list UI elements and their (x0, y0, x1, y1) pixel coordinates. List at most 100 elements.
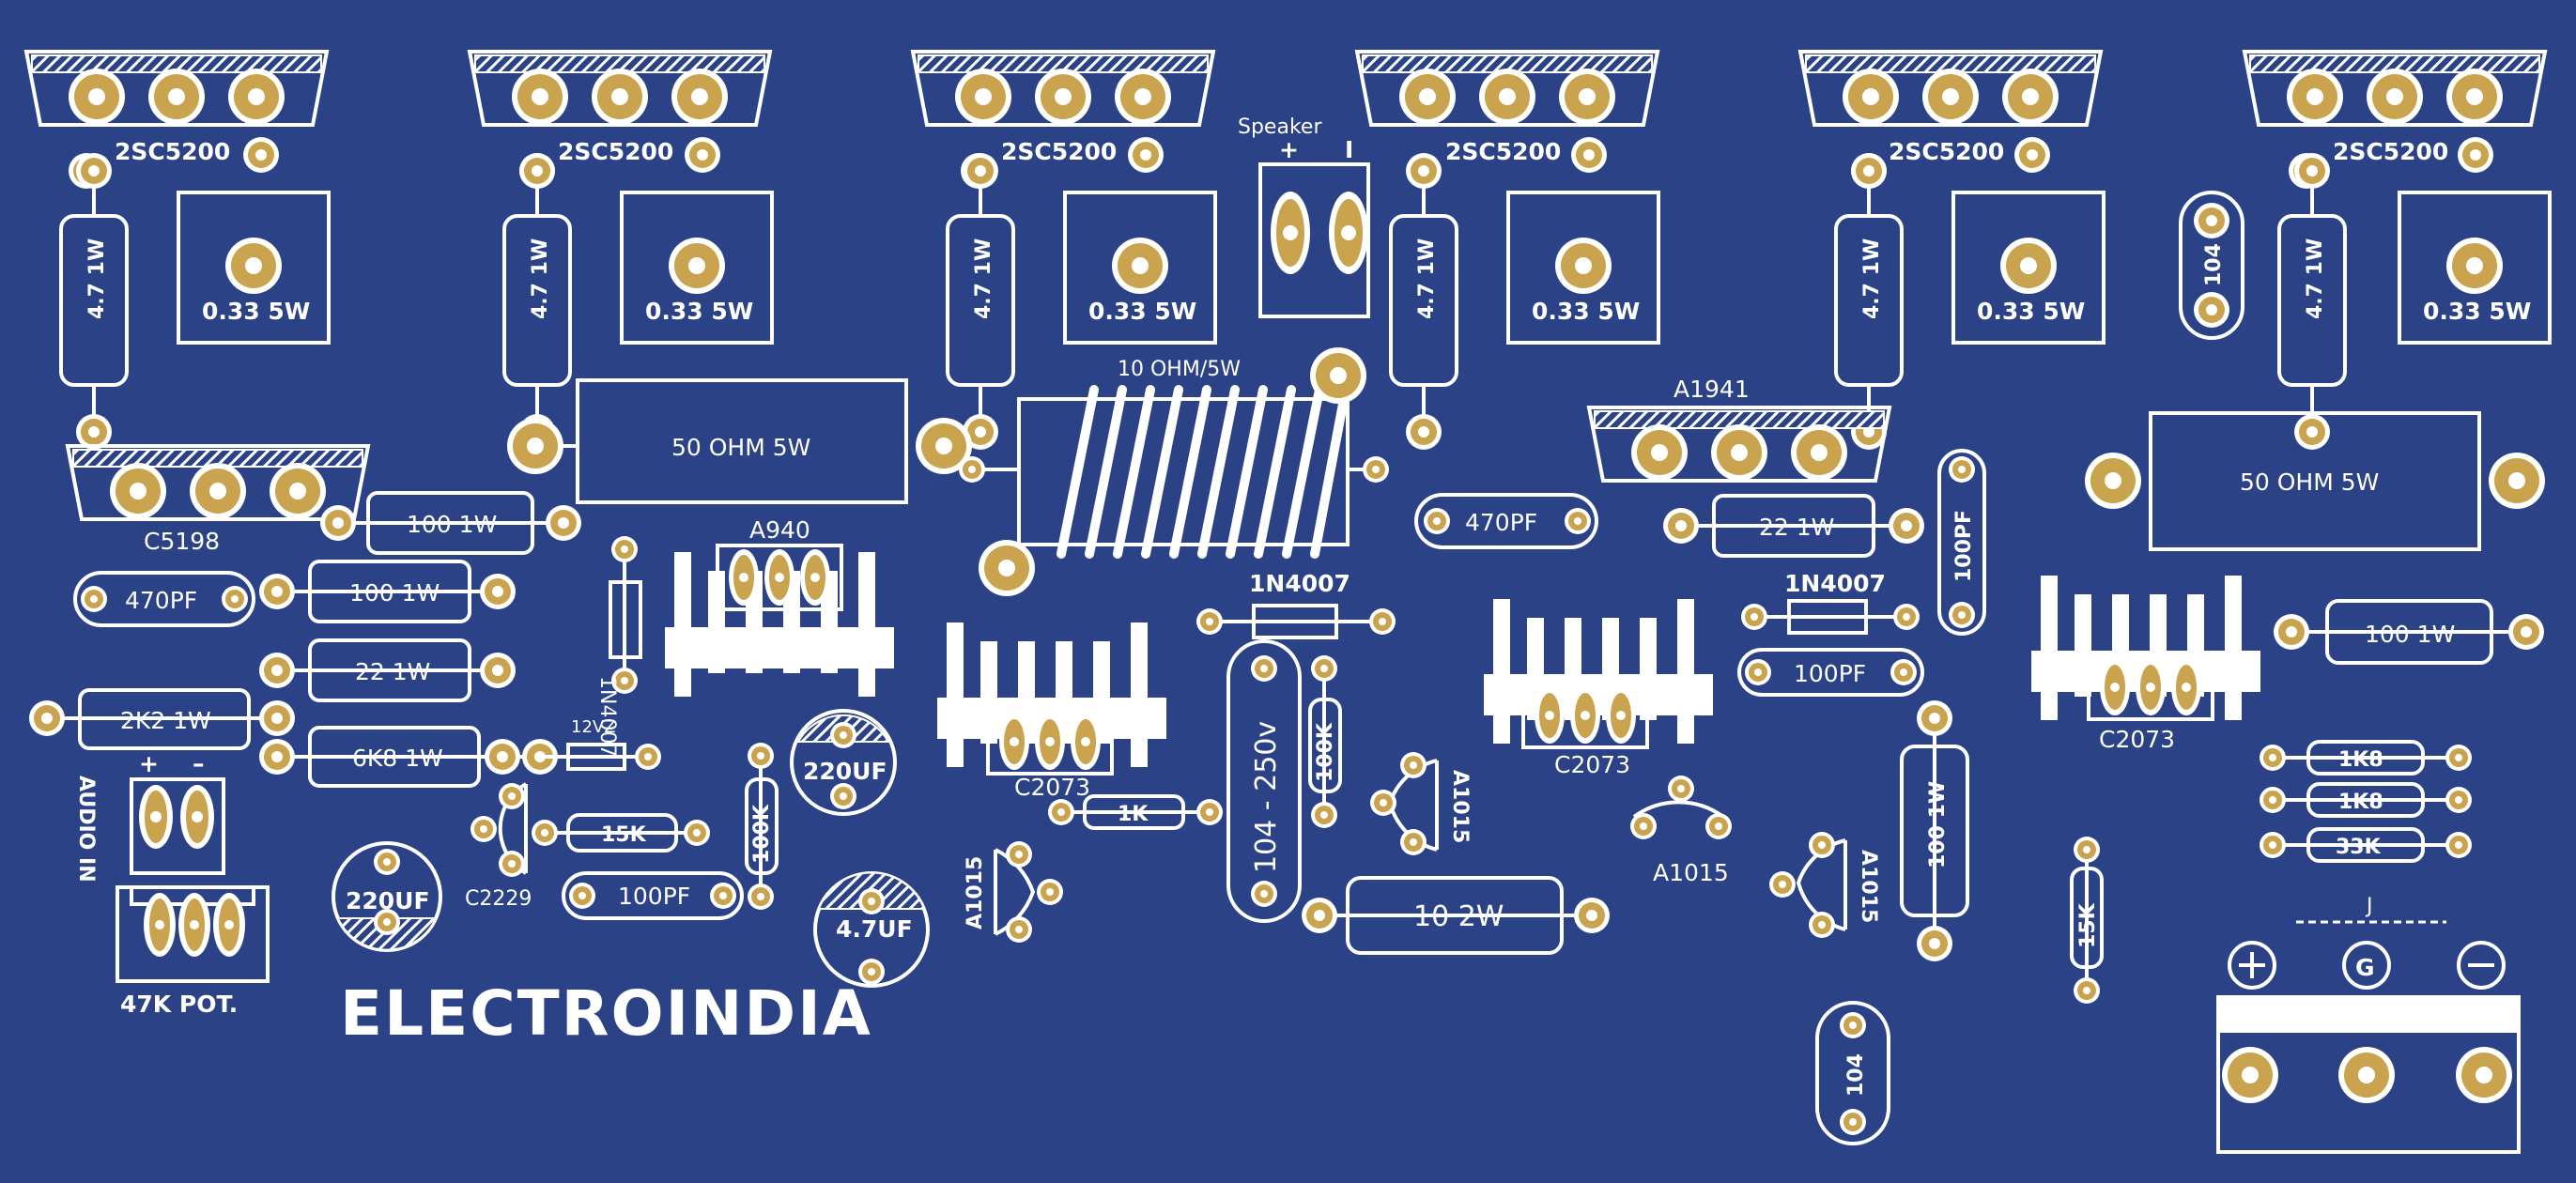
svg-text:I: I (1345, 136, 1353, 163)
svg-text:6K8 1W: 6K8 1W (352, 745, 443, 772)
power-connector-j: J G (2216, 895, 2521, 1154)
svg-text:1N4007: 1N4007 (1249, 570, 1350, 597)
svg-text:220UF: 220UF (346, 887, 430, 914)
resistor-100k-mid: 100K (1308, 655, 1342, 828)
transistor-c5198: C5198 (68, 446, 368, 555)
svg-text:1K: 1K (1118, 803, 1149, 826)
svg-text:50 OHM 5W: 50 OHM 5W (671, 434, 810, 461)
svg-text:104 - 250v: 104 - 250v (1250, 721, 1283, 873)
zener-12vz: 12VZ (540, 717, 661, 771)
plus-icon (2228, 941, 2276, 990)
svg-text:C2229: C2229 (465, 887, 532, 911)
svg-text:+: + (1279, 136, 1299, 163)
svg-text:33K: 33K (2336, 836, 2382, 859)
label-2sc5200-3: 2SC5200 (1001, 138, 1117, 165)
svg-text:12VZ: 12VZ (571, 717, 616, 737)
transistor-c2073-2: C2073 (1484, 599, 1713, 778)
svg-text:470PF: 470PF (1465, 509, 1537, 536)
label-2sc5200-6: 2SC5200 (2333, 138, 2448, 165)
label-0r33-6: 0.33 5W (2423, 298, 2531, 325)
svg-text:G: G (2355, 954, 2375, 981)
label-2sc5200-2: 2SC5200 (558, 138, 673, 165)
svg-text:100 1W: 100 1W (2365, 621, 2455, 648)
label-4r7-1: 4.7 1W (85, 238, 109, 319)
capacitor-470pf-left: 470PF (73, 571, 255, 627)
resistor-15k-right: 15K (2070, 837, 2104, 1004)
resistor-100-1w-vertical: 100 1W (1900, 700, 1969, 961)
output-stage-2: 2SC5200 4.7 1W 0.33 5W (470, 52, 772, 450)
svg-text:AUDIO IN: AUDIO IN (74, 776, 98, 883)
audio-in-connector: + – AUDIO IN (74, 750, 225, 883)
label-2sc5200-1: 2SC5200 (115, 138, 230, 165)
label-0r33-2: 0.33 5W (645, 298, 753, 325)
resistor-2k2-1w: 2K2 1W (29, 688, 295, 750)
output-stage-4: 2SC5200 4.7 1W 0.33 5W (1357, 52, 1658, 450)
potentiometer-47k: 47K POT. (116, 885, 270, 1018)
resistor-50ohm-left: 50 OHM 5W (507, 378, 972, 504)
svg-text:47K POT.: 47K POT. (120, 991, 238, 1018)
svg-text:1N4007: 1N4007 (1784, 570, 1886, 597)
label-0r33-4: 0.33 5W (1532, 298, 1640, 325)
svg-text:A1015: A1015 (1857, 850, 1880, 923)
transistor-a1941: A1941 (1589, 376, 1890, 481)
svg-text:22 1W: 22 1W (355, 658, 430, 685)
minus-icon (2457, 941, 2506, 990)
label-0r33-5: 0.33 5W (1977, 298, 2085, 325)
svg-text:C5198: C5198 (144, 528, 220, 555)
label-2sc5200-5: 2SC5200 (1889, 138, 2004, 165)
svg-text:220UF: 220UF (803, 758, 887, 785)
resistor-10-2w: 10 2W (1302, 876, 1610, 955)
svg-text:A1015: A1015 (1653, 859, 1729, 886)
output-stage-5: 2SC5200 4.7 1W 0.33 5W (1800, 52, 2104, 450)
svg-text:10 OHM/5W: 10 OHM/5W (1118, 358, 1241, 381)
svg-text:100K: 100K (750, 804, 774, 864)
coil-10ohm-5w: 10 OHM/5W (959, 347, 1389, 596)
speaker-connector: Speaker + I (1238, 115, 1370, 318)
resistor-100-1w-top: 100 1W (320, 491, 581, 555)
resistor-33k: 33K (2260, 827, 2472, 863)
svg-text:C2073: C2073 (2099, 726, 2175, 753)
svg-text:100PF: 100PF (1952, 510, 1976, 582)
resistor-15k-left: 15K (532, 813, 710, 853)
svg-text:C2073: C2073 (1554, 751, 1630, 778)
label-0r33-1: 0.33 5W (202, 298, 310, 325)
svg-text:–: – (193, 750, 205, 777)
resistor-22-1w-right: 22 1W (1663, 494, 1924, 558)
transistor-a1015-1: A1015 (964, 841, 1063, 943)
resistor-100-1w-right: 100 1W (2274, 599, 2544, 665)
output-stage-6: 2SC5200 4.7 1W 0.33 5W (2244, 52, 2550, 450)
label-4r7-4: 4.7 1W (1415, 238, 1439, 319)
brand-electroindia: ELECTROINDIA (340, 977, 872, 1050)
svg-text:50 OHM 5W: 50 OHM 5W (2240, 469, 2379, 496)
svg-text:100 1W: 100 1W (349, 579, 440, 607)
svg-text:1K8: 1K8 (2338, 791, 2383, 814)
capacitor-104-bottom: 104 (1815, 1001, 1890, 1145)
resistor-6k8-1w: 6K8 1W (259, 726, 558, 788)
svg-text:2K2 1W: 2K2 1W (120, 707, 211, 734)
transistor-a1015-3: A1015 (1630, 776, 1732, 886)
resistor-50ohm-right: 50 OHM 5W (2085, 411, 2545, 551)
diode-1n4007-mid: 1N4007 (1196, 570, 1396, 639)
output-stage-1: 2SC5200 4.7 1W 0.33 5W (26, 52, 329, 450)
svg-text:100 1W: 100 1W (407, 511, 497, 538)
label-4r7-5: 4.7 1W (1860, 238, 1884, 319)
svg-text:A1941: A1941 (1674, 376, 1750, 403)
svg-text:+: + (139, 750, 159, 777)
resistor-100-1w-mid: 100 1W (259, 560, 516, 623)
label-0r33-3: 0.33 5W (1088, 298, 1196, 325)
transistor-a940: A940 (665, 516, 894, 697)
svg-text:100PF: 100PF (1794, 660, 1866, 687)
svg-text:22 1W: 22 1W (1759, 514, 1834, 541)
capacitor-100pf-vertical: 100PF (1937, 449, 1986, 636)
resistor-1k8-2: 1K8 (2260, 782, 2472, 818)
capacitor-220uf-mid: 220UF (790, 709, 897, 816)
label-4r7-6: 4.7 1W (2304, 238, 2327, 319)
svg-text:C2073: C2073 (1014, 774, 1090, 801)
output-stage-3: 2SC5200 4.7 1W 0.33 5W (913, 52, 1215, 450)
capacitor-104-top: 104 (2179, 191, 2244, 340)
svg-text:A1015: A1015 (964, 856, 987, 930)
capacitor-100pf-left: 100PF (562, 871, 744, 920)
svg-text:4.7UF: 4.7UF (836, 915, 913, 943)
capacitor-104-250v: 104 - 250v (1226, 639, 1302, 923)
